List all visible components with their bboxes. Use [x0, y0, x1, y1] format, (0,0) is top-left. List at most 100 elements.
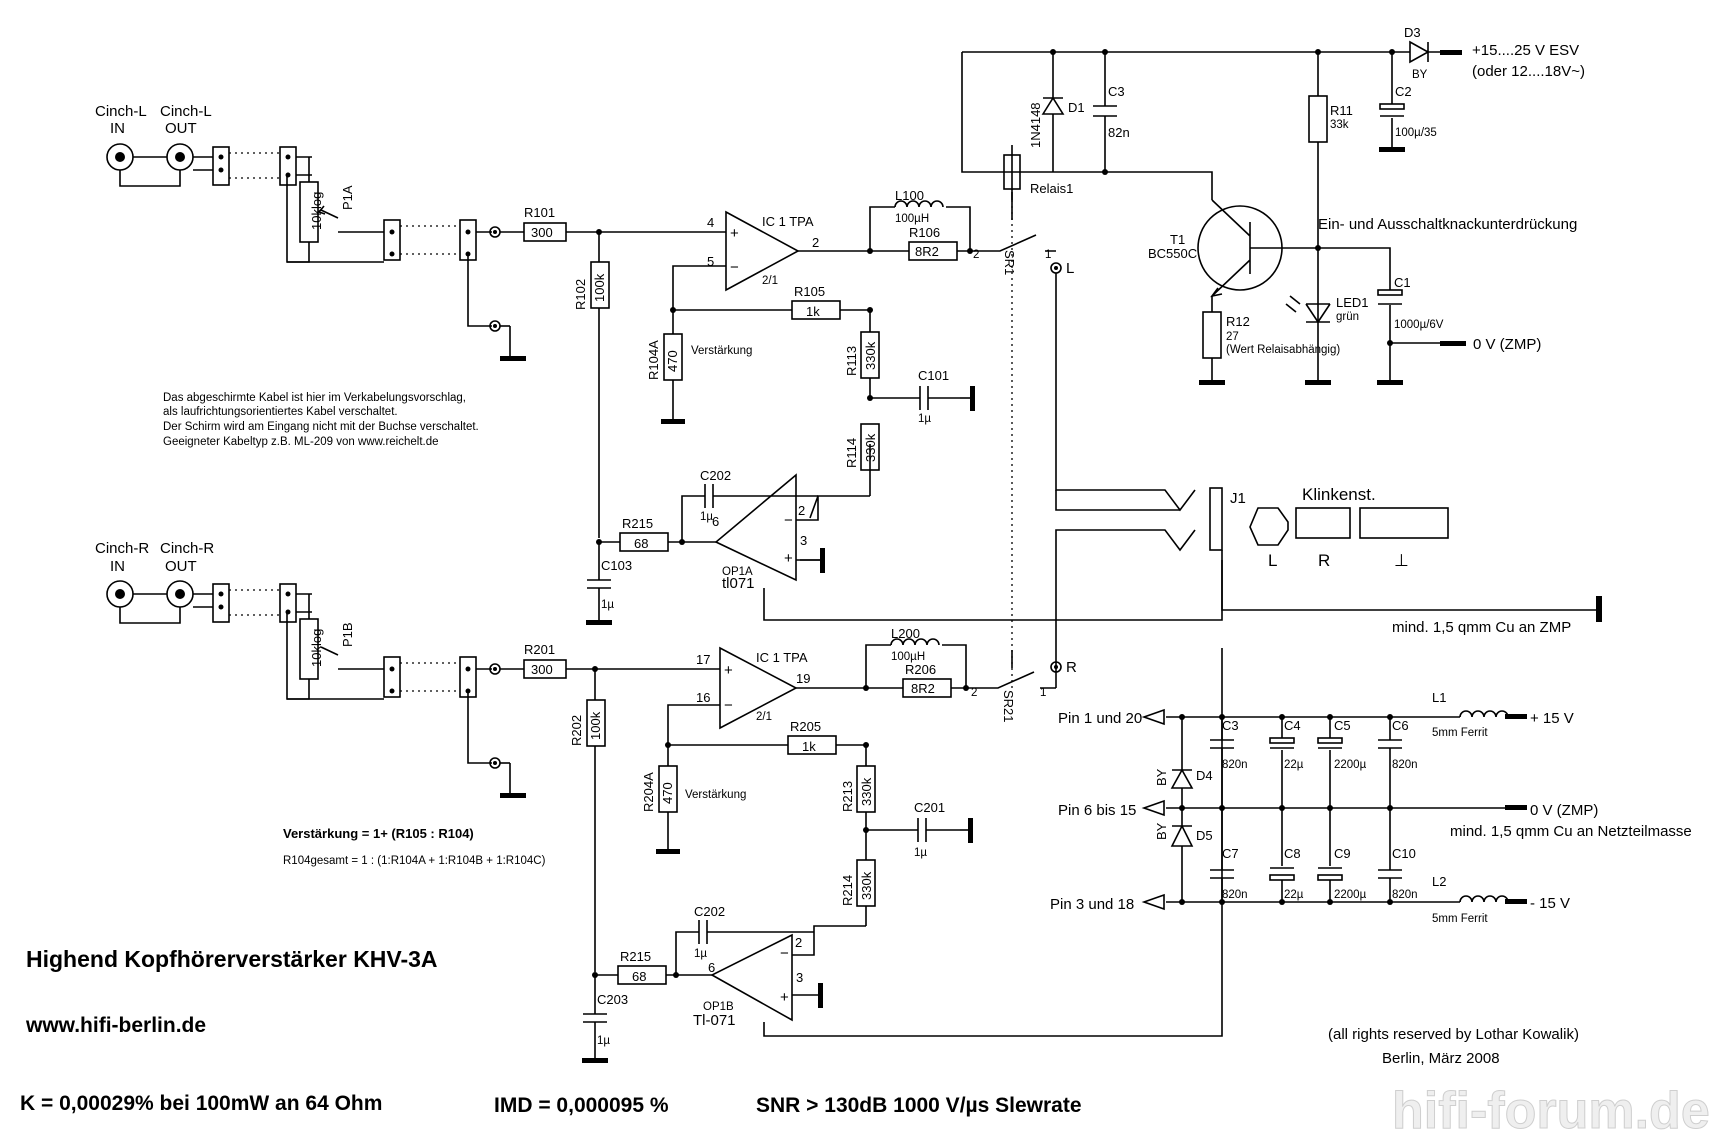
c202-right-name: C202 — [694, 904, 725, 919]
ic1-left-pin-out: 2 — [812, 235, 819, 250]
r12-value: 27 — [1226, 331, 1239, 343]
cinch-r-out-sub: OUT — [165, 558, 197, 575]
cap-column-c5: C5 2200µ — [1317, 714, 1367, 811]
website: www.hifi-berlin.de — [25, 1014, 206, 1037]
j1-name: J1 — [1230, 490, 1246, 507]
date: Berlin, März 2008 — [1382, 1050, 1500, 1067]
ic1-left-pin-minus: 5 — [707, 254, 714, 269]
c103-name: C103 — [601, 558, 632, 573]
c201-value: 1µ — [914, 847, 927, 859]
out-r-label: R — [1066, 659, 1077, 676]
sup-c10-value: 820n — [1392, 889, 1418, 901]
relay1-label: Relais1 — [1030, 181, 1073, 196]
ic1-right-pin-minus: 16 — [696, 690, 710, 705]
r215-right-value: 68 — [632, 969, 646, 984]
c1-value: 1000µ/6V — [1394, 319, 1444, 331]
p1a-name: P1A — [340, 185, 355, 210]
ic1-right-pin-out: 19 — [796, 671, 810, 686]
ic1-right-sub: 2/1 — [756, 711, 772, 723]
relay-c3-value: 82n — [1108, 125, 1130, 140]
minus-15v: - 15 V — [1530, 895, 1570, 912]
verstaerkung-right: Verstärkung — [685, 789, 746, 801]
t1-value: BC550C — [1148, 246, 1197, 261]
spec-snr: SNR > 130dB 1000 V/µs Slewrate — [756, 1094, 1082, 1117]
p1b-name: P1B — [340, 622, 355, 647]
cap-column-c8: C8 22µ — [1269, 808, 1304, 905]
sup-c8-name: C8 — [1284, 846, 1301, 861]
r215-right-name: R215 — [620, 949, 651, 964]
cap-column-c9: C9 2200µ — [1317, 808, 1367, 905]
l1-value: 5mm Ferrit — [1432, 727, 1488, 739]
page-title: Highend Kopfhörerverstärker KHV-3A — [26, 946, 438, 972]
c103-value: 1µ — [601, 599, 614, 611]
ic1-left-sub: 2/1 — [762, 275, 778, 287]
r206-name: R206 — [905, 662, 936, 677]
d5-value: BY — [1154, 822, 1169, 840]
sup-c8-value: 22µ — [1284, 889, 1304, 901]
r11-name: R11 — [1330, 103, 1353, 118]
r101-name: R101 — [524, 205, 555, 220]
notes-block: Das abgeschirmte Kabel ist hier im Verka… — [163, 392, 479, 448]
note-line-4: Geeigneter Kabeltyp z.B. ML-209 von www.… — [163, 436, 439, 448]
c101-value: 1µ — [918, 413, 931, 425]
cinch-l-in-label: Cinch-L — [95, 103, 147, 120]
svg-text:−: − — [724, 697, 733, 714]
sup-c10-name: C10 — [1392, 846, 1416, 861]
r204a-value: 470 — [660, 782, 675, 804]
note-line-3: Der Schirm wird am Eingang nicht mit der… — [163, 421, 479, 433]
l2-name: L2 — [1432, 874, 1446, 889]
op1a-type: tl071 — [722, 575, 755, 592]
r201-value: 300 — [531, 662, 553, 677]
d1-name: D1 — [1068, 100, 1085, 115]
p1b-value: 10klog — [309, 629, 324, 667]
r113-name: R113 — [844, 346, 859, 376]
cinch-r-out-label: Cinch-R — [160, 540, 214, 557]
op1b-pin3: 3 — [796, 970, 803, 985]
svg-text:+: + — [730, 225, 739, 242]
d3-value: BY — [1412, 69, 1428, 81]
r204a-name: R204A — [641, 772, 656, 812]
r106-name: R106 — [909, 225, 940, 240]
led1-value: grün — [1336, 311, 1359, 323]
op1a-name: OP1A — [722, 566, 753, 578]
r105-value: 1k — [806, 304, 820, 319]
d4-name: D4 — [1196, 768, 1213, 783]
jack-seg-l: L — [1268, 551, 1277, 570]
svg-text:−: − — [780, 945, 789, 962]
op1a-pin6: 6 — [712, 514, 719, 529]
c2-value: 100µ/35 — [1395, 127, 1437, 139]
svg-text:1: 1 — [1040, 687, 1046, 699]
op1b-name: OP1B — [703, 1001, 734, 1013]
r104-formula: R104gesamt = 1 : (1:R104A + 1:R104B + 1:… — [283, 855, 546, 867]
right-channel: Cinch-R IN Cinch-R OUT P1B 10klog R201 3… — [95, 200, 1223, 1063]
p1a-value: 10klog — [309, 192, 324, 230]
cinch-l-in-sub: IN — [110, 120, 125, 137]
r202-value: 100k — [588, 711, 603, 740]
c2-name: C2 — [1395, 84, 1412, 99]
jack-gnd-note: mind. 1,5 qmm Cu an ZMP — [1392, 619, 1571, 636]
cinch-l-out-sub: OUT — [165, 120, 197, 137]
jack-section: J1 Klinkenst. L R ⊥ mind. 1,5 qmm Cu an … — [1209, 485, 1602, 636]
plus-15v: + 15 V — [1530, 710, 1574, 727]
r215-left-name: R215 — [622, 516, 653, 531]
watermark: hifi-forum.de — [1392, 1082, 1710, 1139]
pop-suppression-label: Ein- und Ausschaltknackunterdrückung — [1318, 216, 1577, 233]
sup-c6-value: 820n — [1392, 759, 1418, 771]
mass-note: mind. 1,5 qmm Cu an Netzteilmasse — [1450, 823, 1692, 840]
svg-text:2: 2 — [973, 249, 979, 261]
r214-name: R214 — [840, 875, 855, 906]
sup-c3-name: C3 — [1222, 718, 1239, 733]
r206-value: 8R2 — [911, 681, 935, 696]
jack-seg-gnd: ⊥ — [1394, 551, 1409, 570]
l200-name: L200 — [891, 626, 920, 641]
c202-left-name: C202 — [700, 468, 731, 483]
supply-voltage: +15....25 V ESV — [1472, 42, 1579, 59]
sup-c6-name: C6 — [1392, 718, 1409, 733]
cap-column-c4: C4 22µ — [1269, 714, 1304, 811]
svg-text:+: + — [784, 550, 793, 567]
out-l-label: L — [1066, 260, 1074, 277]
r114-value: 330k — [863, 433, 878, 462]
r201-name: R201 — [524, 642, 555, 657]
op1b-type: Tl-071 — [693, 1012, 736, 1029]
